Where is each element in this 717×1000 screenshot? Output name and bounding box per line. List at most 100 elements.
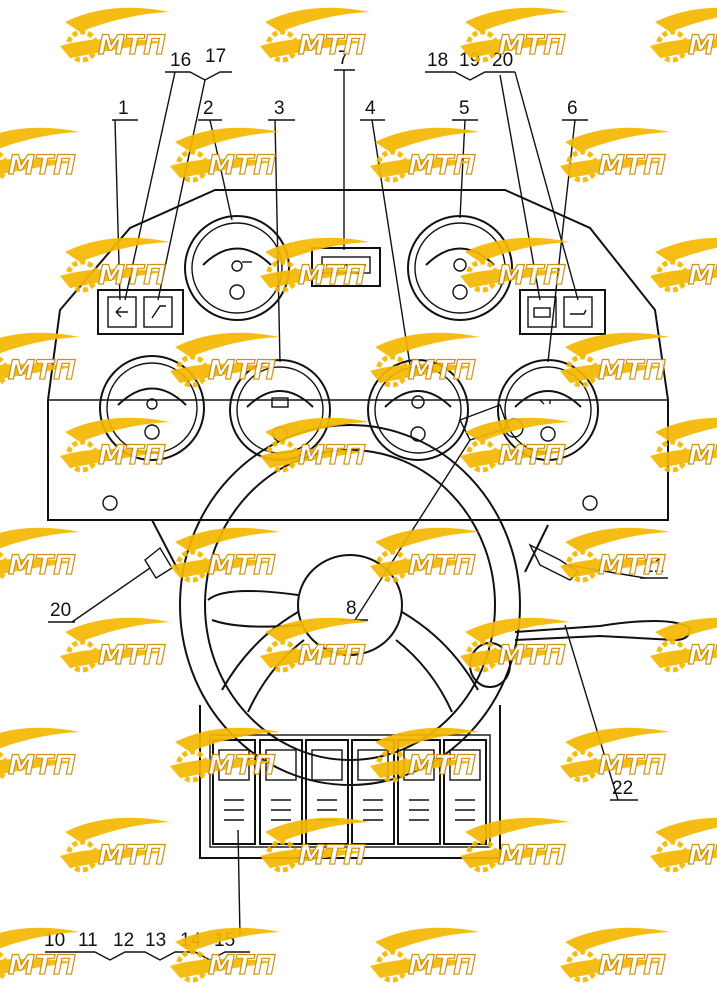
watermark-text: МТП [208,355,276,386]
watermark-text: МТП [598,750,666,781]
watermark-text: МТП [408,355,476,386]
watermark-text: МТП [498,440,566,471]
watermark-text: МТП [8,750,76,781]
rocker-switch-12 [305,739,349,845]
watermark-logo: МТП [560,527,670,583]
watermark-text: МТП [98,260,166,291]
watermark-logo: МТП [260,237,370,293]
callout-labels: 1 2 3 7 4 5 6 16 17 18 19 20 8 20 21 22 … [44,46,664,951]
steering-hub [297,554,403,656]
watermark-logo: МТП [650,7,717,63]
watermark-text: МТП [688,30,717,61]
watermark-text: МТП [98,840,166,871]
watermark-logo: МТП [0,727,80,782]
gauge-oil-pressure [184,215,290,321]
watermark-text: МТП [688,640,717,671]
hour-meter [311,247,381,287]
watermark-logo: МТП [0,527,80,582]
watermark-text: МТП [408,950,476,981]
callout-11: 11 [78,930,98,951]
watermark-logo: МТП [370,127,480,183]
watermark-text: МТП [298,440,366,471]
watermark-text: МТП [498,640,566,671]
callout-10: 10 [44,930,65,951]
watermark-logo: МТП [460,617,570,673]
watermark-logo: МТП [0,927,80,982]
watermark-text: МТП [208,750,276,781]
watermark-text: МТП [98,30,166,61]
watermark-logo: МТП [560,727,670,783]
watermark-text: МТП [688,440,717,471]
watermark-text: МТП [8,355,76,386]
watermark-logo: МТП [460,7,570,63]
watermark-logo: МТП [60,237,170,293]
watermark-text: МТП [298,260,366,291]
watermark-logo: МТП [370,727,480,783]
watermark-text: МТП [408,150,476,181]
callout-13: 13 [145,930,166,951]
watermark-logo: МТП [170,727,280,783]
watermark-logo: МТП [260,7,370,63]
watermark-logo: МТП [170,527,280,583]
watermark-text: МТП [298,840,366,871]
callout-16: 16 [170,50,191,71]
watermark-logo: МТП [60,7,170,63]
watermark-logo: МТП [60,617,170,673]
watermark-logo: МТП [260,617,370,673]
watermark-text: МТП [408,550,476,581]
watermark-logo: МТП [370,332,480,388]
watermark-text: МТП [8,950,76,981]
watermark-text: МТП [298,640,366,671]
callout-1: 1 [118,98,129,119]
watermark-text: МТП [208,550,276,581]
callout-2: 2 [203,98,214,119]
watermark-text: МТП [598,355,666,386]
watermark-text: МТП [8,550,76,581]
watermark-text: МТП [298,30,366,61]
watermark-text: МТП [208,150,276,181]
leader-lines [45,69,668,961]
watermark-logo: МТП [560,332,670,388]
watermark-layer: МТП МТП МТП МТП МТП МТП МТП МТП МТП МТП МТП МТП МТП М… [0,7,717,983]
callout-6: 6 [567,98,578,119]
watermark-logo: МТП [260,817,370,873]
watermark-logo: МТП [170,332,280,388]
callout-22: 22 [612,778,633,799]
watermark-text: МТП [688,840,717,871]
watermark-text: МТП [598,150,666,181]
watermark-logo: МТП [260,417,370,473]
callout-20-top: 20 [492,50,513,71]
watermark-logo: МТП [560,927,670,983]
watermark-logo: МТП [370,927,480,983]
callout-20-left: 20 [50,600,71,621]
watermark-text: МТП [498,260,566,291]
indicator-lamps-left [97,289,184,335]
watermark-logo: МТП [460,237,570,293]
callout-4: 4 [365,98,376,119]
watermark-text: МТП [98,640,166,671]
watermark-logo: МТП [650,817,717,873]
watermark-text: МТП [8,150,76,181]
callout-8: 8 [346,598,357,619]
watermark-text: МТП [498,30,566,61]
callout-5: 5 [459,98,470,119]
rocker-switch-13 [351,739,395,845]
watermark-text: МТП [598,550,666,581]
watermark-logo: МТП [370,527,480,583]
indicator-lamps-right [519,289,606,335]
watermark-logo: МТП [170,127,280,183]
panel-screw-right [582,495,598,511]
callout-7: 7 [338,48,349,69]
watermark-logo: МТП [650,237,717,293]
watermark-logo: МТП [60,817,170,873]
watermark-logo: МТП [0,127,80,182]
callout-3: 3 [274,98,285,119]
watermark-logo: МТП [650,417,717,473]
callout-18: 18 [427,50,448,71]
switch-panel [199,705,501,859]
watermark-text: МТП [208,950,276,981]
watermark-logo: МТП [460,817,570,873]
panel-screw-left [102,495,118,511]
watermark-text: МТП [598,950,666,981]
